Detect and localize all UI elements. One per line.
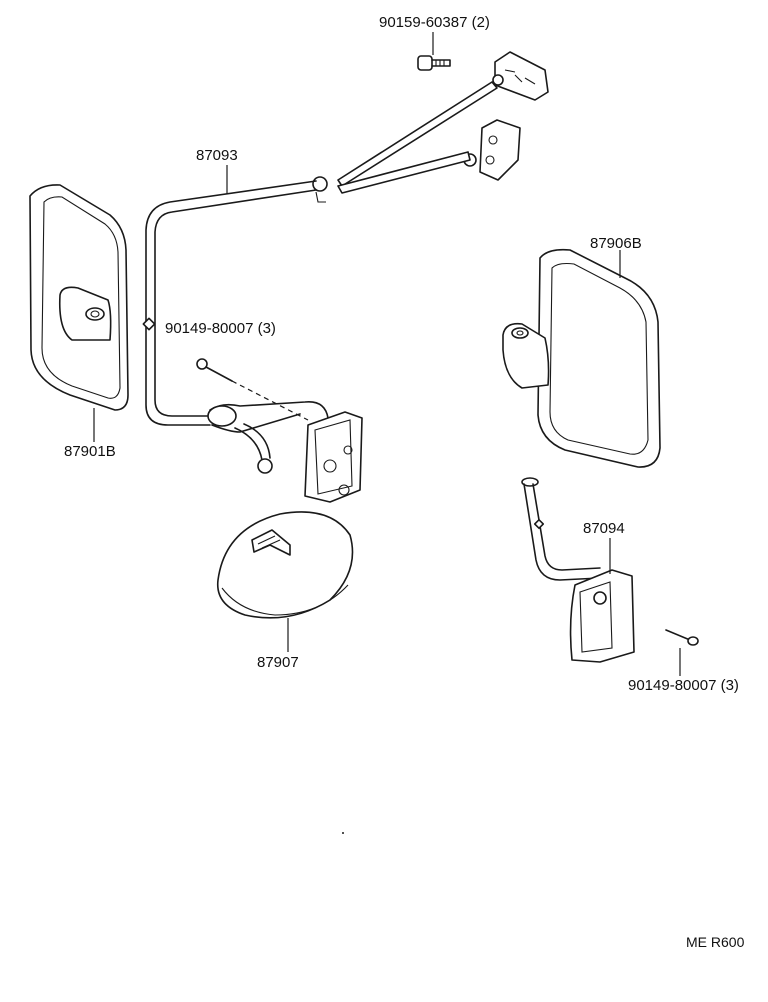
stay-87093 bbox=[145, 165, 317, 426]
label-mirror-round: 87907 bbox=[257, 654, 299, 671]
bolt-mid bbox=[142, 317, 309, 421]
mirror-right-87906b bbox=[502, 248, 661, 468]
label-mirror-left: 87901B bbox=[64, 443, 116, 460]
label-bolt-mid: 90149-80007 (3) bbox=[165, 320, 276, 337]
upper-mount-bracket bbox=[492, 51, 549, 101]
label-bolt-right: 90149-80007 (3) bbox=[628, 677, 739, 694]
lower-mount-bracket bbox=[463, 119, 521, 181]
label-stay-upper: 87093 bbox=[196, 147, 238, 164]
bolt-top bbox=[417, 32, 451, 71]
label-mirror-right: 87906B bbox=[590, 235, 642, 252]
lower-clamp-assembly bbox=[207, 401, 363, 503]
stray-dot bbox=[342, 832, 344, 834]
stay-87094 bbox=[521, 477, 635, 663]
mirror-round-87907 bbox=[216, 511, 354, 652]
mirror-left-87901b bbox=[29, 184, 129, 442]
diagram-code: ME R600 bbox=[686, 934, 745, 950]
bolt-right bbox=[665, 629, 699, 676]
label-stay-lower: 87094 bbox=[583, 520, 625, 537]
label-bolt-top: 90159-60387 (2) bbox=[379, 14, 490, 31]
stay-arms bbox=[312, 81, 498, 203]
